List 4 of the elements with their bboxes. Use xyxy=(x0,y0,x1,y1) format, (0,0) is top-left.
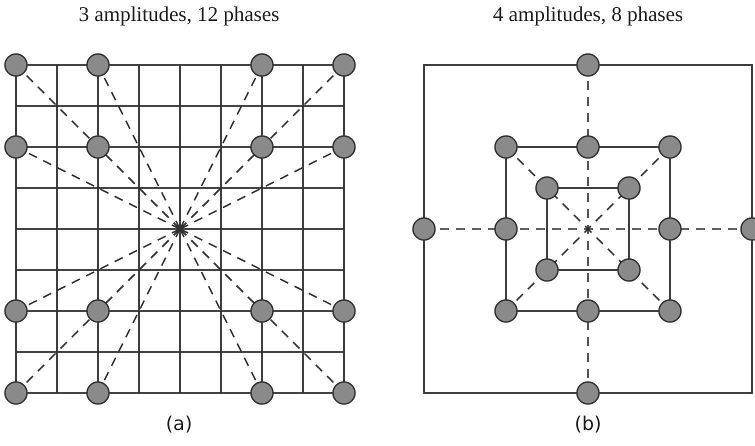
panel-label: (b) xyxy=(574,413,602,435)
panel-title: 4 amplitudes, 8 phases xyxy=(492,2,684,27)
panel-label: (a) xyxy=(166,413,192,435)
panel-title: 3 amplitudes, 12 phases xyxy=(78,2,280,27)
